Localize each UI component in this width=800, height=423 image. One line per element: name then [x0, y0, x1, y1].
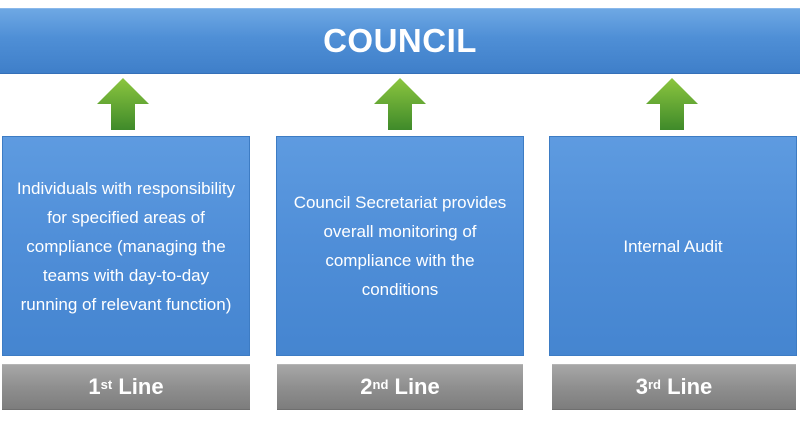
line-suffix: st: [100, 376, 113, 392]
line-suffix: rd: [647, 376, 661, 392]
line-suffix: nd: [372, 376, 389, 392]
second-line-box: Council Secretariat provides overall mon…: [276, 136, 524, 356]
banner-title: COUNCIL: [323, 22, 477, 59]
up-arrow-icon: [374, 78, 426, 130]
line-number: 3: [635, 374, 648, 399]
line-word: Line: [388, 374, 440, 399]
third-line-box: Internal Audit: [549, 136, 797, 356]
line-number: 2: [360, 374, 373, 399]
line-word: Line: [660, 374, 713, 399]
line-number: 1: [88, 374, 101, 399]
first-line-description: Individuals with responsibility for spec…: [16, 178, 236, 314]
up-arrow-icon: [97, 78, 149, 130]
second-line-description: Council Secretariat provides overall mon…: [293, 193, 507, 299]
first-line-box: Individuals with responsibility for spec…: [2, 136, 250, 356]
up-arrow-icon: [646, 78, 698, 130]
council-banner: COUNCIL: [0, 8, 800, 74]
third-line-description: Internal Audit: [623, 236, 723, 256]
line-word: Line: [112, 374, 164, 399]
